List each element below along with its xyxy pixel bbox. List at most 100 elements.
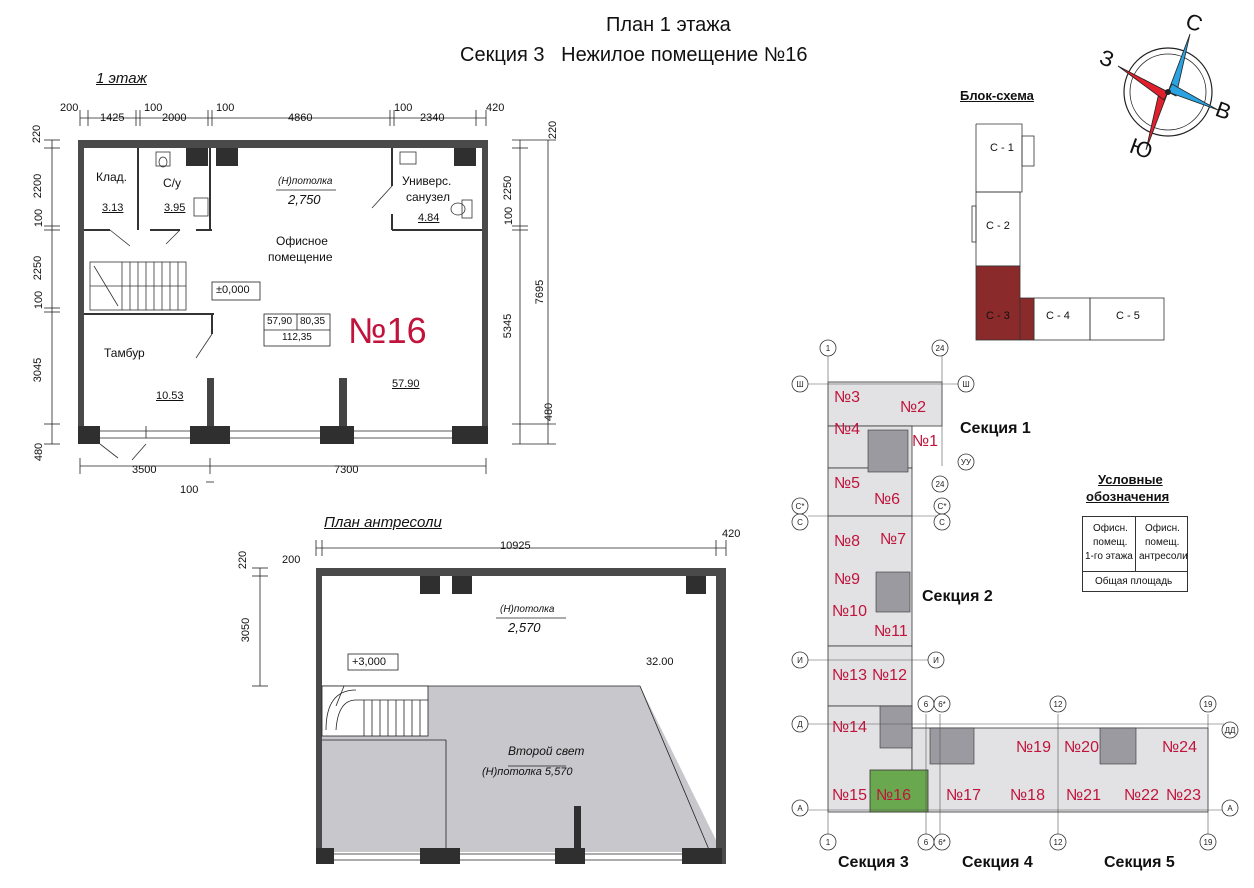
axis-label: 1 bbox=[826, 838, 831, 847]
unit-label: №17 bbox=[946, 787, 981, 804]
f1-dim-top-1: 1425 bbox=[100, 112, 125, 124]
axis-label: 12 bbox=[1054, 700, 1063, 709]
room-office-area: 57.90 bbox=[392, 378, 420, 390]
axis-label: 19 bbox=[1204, 700, 1213, 709]
unit-label: №8 bbox=[834, 533, 860, 550]
f1-dim-bottom-0: 3500 bbox=[132, 464, 157, 476]
unit-label: №12 bbox=[872, 667, 907, 684]
f1-dim-top-0: 200 bbox=[60, 102, 79, 114]
room-univ-name1: Универс. bbox=[402, 174, 452, 188]
unit-label: №3 bbox=[834, 389, 860, 406]
axis-label: УУ bbox=[961, 458, 972, 467]
legend-col1-line1: Офисн. bbox=[1093, 523, 1128, 534]
f1-dim-top-6: 100 bbox=[394, 102, 413, 114]
legend-box-b: 80,35 bbox=[300, 316, 326, 327]
mezz-area: 32.00 bbox=[646, 656, 674, 668]
second-light-label: Второй свет bbox=[508, 744, 585, 758]
floor1-label: 1 этаж bbox=[96, 70, 147, 87]
f1-dim-top-2: 100 bbox=[144, 102, 163, 114]
axis-label: 12 bbox=[1054, 838, 1063, 847]
section-4-label: Секция 4 bbox=[962, 854, 1033, 871]
legend-total: Общая площадь bbox=[1095, 576, 1173, 587]
unit-label: №1 bbox=[912, 433, 938, 450]
f1-dim-top-7: 2340 bbox=[420, 112, 445, 124]
unit-label: №23 bbox=[1166, 787, 1201, 804]
mezz-dim-top-2: 420 bbox=[722, 528, 741, 540]
room-univ-name2: санузел bbox=[406, 190, 450, 204]
f1-dim-bottom-1: 7300 bbox=[334, 464, 359, 476]
mezz-ceiling-label: (Н)потолка bbox=[500, 604, 555, 615]
mezz-level: +3,000 bbox=[352, 656, 386, 668]
axis-label: 19 bbox=[1204, 838, 1213, 847]
axis-label: ДД bbox=[1225, 726, 1236, 735]
section-2-label: Секция 2 bbox=[922, 588, 993, 605]
axis-label: 6* bbox=[938, 700, 946, 709]
unit-number: №16 bbox=[348, 310, 427, 351]
axis-label: И bbox=[797, 656, 803, 665]
unit-label: №20 bbox=[1064, 739, 1099, 756]
block-c4: С - 4 bbox=[1046, 310, 1070, 322]
axis-label: Ш bbox=[962, 380, 969, 389]
unit-label: №21 bbox=[1066, 787, 1101, 804]
room-tambur-name: Тамбур bbox=[104, 346, 145, 360]
axis-label: 24 bbox=[936, 480, 945, 489]
axis-label: Д bbox=[797, 720, 803, 729]
unit-label: №14 bbox=[832, 719, 867, 736]
unit-label: №7 bbox=[880, 531, 906, 548]
unit-label: №9 bbox=[834, 571, 860, 588]
unit-label: №11 bbox=[874, 623, 908, 640]
block-c1: С - 1 bbox=[990, 142, 1014, 154]
legend-box-total: 112,35 bbox=[282, 332, 312, 343]
room-su-name: С/у bbox=[163, 176, 181, 190]
legend-col2-line1: Офисн. bbox=[1145, 523, 1180, 534]
f1-dim-bottom-2: 100 bbox=[180, 484, 199, 496]
block-scheme-title: Блок-схема bbox=[960, 88, 1034, 103]
unit-label: №6 bbox=[874, 491, 900, 508]
unit-label: №19 bbox=[1016, 739, 1051, 756]
mezz-ceiling-value: 2,570 bbox=[508, 620, 541, 635]
mezz-dim-top-1: 10925 bbox=[500, 540, 531, 552]
legend-col1-line2: помещ. bbox=[1093, 537, 1128, 548]
mezz-label: План антресоли bbox=[324, 514, 442, 531]
axis-label: 1 bbox=[826, 344, 831, 353]
axis-label: А bbox=[1227, 804, 1233, 813]
axis-label: А bbox=[797, 804, 803, 813]
room-tambur-area: 10.53 bbox=[156, 390, 184, 402]
f1-dim-top-5: 4860 bbox=[288, 112, 313, 124]
ceiling-label: (Н)потолка bbox=[278, 176, 333, 187]
section-5-label: Секция 5 bbox=[1104, 854, 1175, 871]
axis-label: Ш bbox=[796, 380, 803, 389]
legend-col2-line3: антресоли bbox=[1139, 551, 1188, 562]
axis-label: 6 bbox=[924, 838, 929, 847]
room-klad-area: 3.13 bbox=[102, 202, 124, 214]
legend-title-2: обозначения bbox=[1086, 489, 1170, 504]
room-office-name1: Офисное bbox=[276, 234, 328, 248]
axis-label: С* bbox=[796, 502, 805, 511]
unit-label: №16 bbox=[876, 787, 911, 804]
f1-dim-top-4: 100 bbox=[216, 102, 235, 114]
page-title: План 1 этажа bbox=[606, 14, 731, 36]
axis-label: С bbox=[939, 518, 945, 527]
legend-title-1: Условные bbox=[1098, 472, 1163, 487]
axis-label: 6* bbox=[938, 838, 946, 847]
legend-col2-line2: помещ. bbox=[1145, 537, 1180, 548]
unit-label: №10 bbox=[832, 603, 867, 620]
block-c3: С - 3 bbox=[986, 310, 1010, 322]
room-su-area: 3.95 bbox=[164, 202, 186, 214]
page-subtitle: Секция 3 Нежилое помещение №16 bbox=[460, 44, 808, 66]
room-office-name2: помещение bbox=[268, 250, 333, 264]
legend-col1-line3: 1-го этажа bbox=[1085, 551, 1133, 562]
level-mark: ±0,000 bbox=[216, 284, 250, 296]
unit-label: №2 bbox=[900, 399, 926, 416]
section-3-label: Секция 3 bbox=[838, 854, 909, 871]
unit-label: №5 bbox=[834, 475, 860, 492]
axis-label: И bbox=[933, 656, 939, 665]
unit-label: №15 bbox=[832, 787, 867, 804]
section-1-label: Секция 1 bbox=[960, 420, 1031, 437]
unit-label: №13 bbox=[832, 667, 867, 684]
room-klad-name: Клад. bbox=[96, 170, 128, 184]
